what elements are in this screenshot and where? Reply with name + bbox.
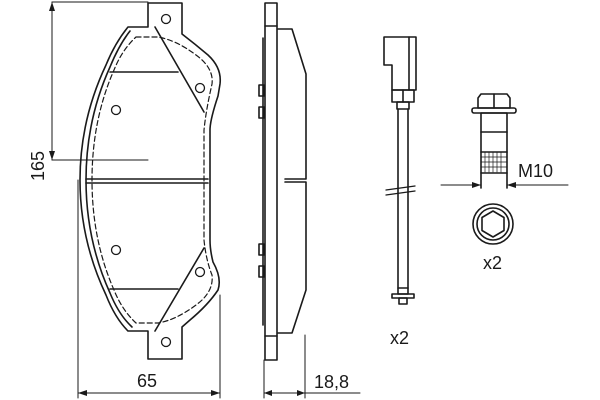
arrow-right-icon: [297, 390, 305, 396]
pad-holes: [110, 13, 206, 348]
pad-side-view: [258, 2, 307, 361]
dimension-thickness-label: 18,8: [314, 372, 350, 392]
friction-material-outline: [91, 36, 213, 324]
arrow-right-icon: [211, 390, 220, 396]
bolt-head-top-view: [472, 203, 514, 245]
pad-backing-plate: [79, 2, 222, 360]
arrow-left-icon: [78, 390, 87, 396]
arrow-down-icon: [49, 151, 55, 160]
arrow-left-icon: [264, 390, 272, 396]
dimension-width-label: 65: [137, 371, 158, 391]
bolt-thread-label: M10: [518, 161, 554, 181]
dimension-65-lines: [77, 179, 221, 399]
wear-sensor: [383, 36, 417, 305]
dimension-165-lines: [51, 1, 149, 161]
dimension-18-8-lines: [263, 334, 361, 399]
dimension-height-label: 165: [28, 150, 48, 182]
wear-sensor-quantity: x2: [390, 328, 410, 348]
arrow-left-icon: [507, 182, 516, 188]
arrow-up-icon: [49, 2, 55, 11]
caliper-bolt: [471, 93, 517, 189]
arrow-right-icon: [472, 182, 481, 188]
bolt-quantity: x2: [483, 253, 503, 273]
friction-pad-chamfers: [85, 26, 209, 332]
